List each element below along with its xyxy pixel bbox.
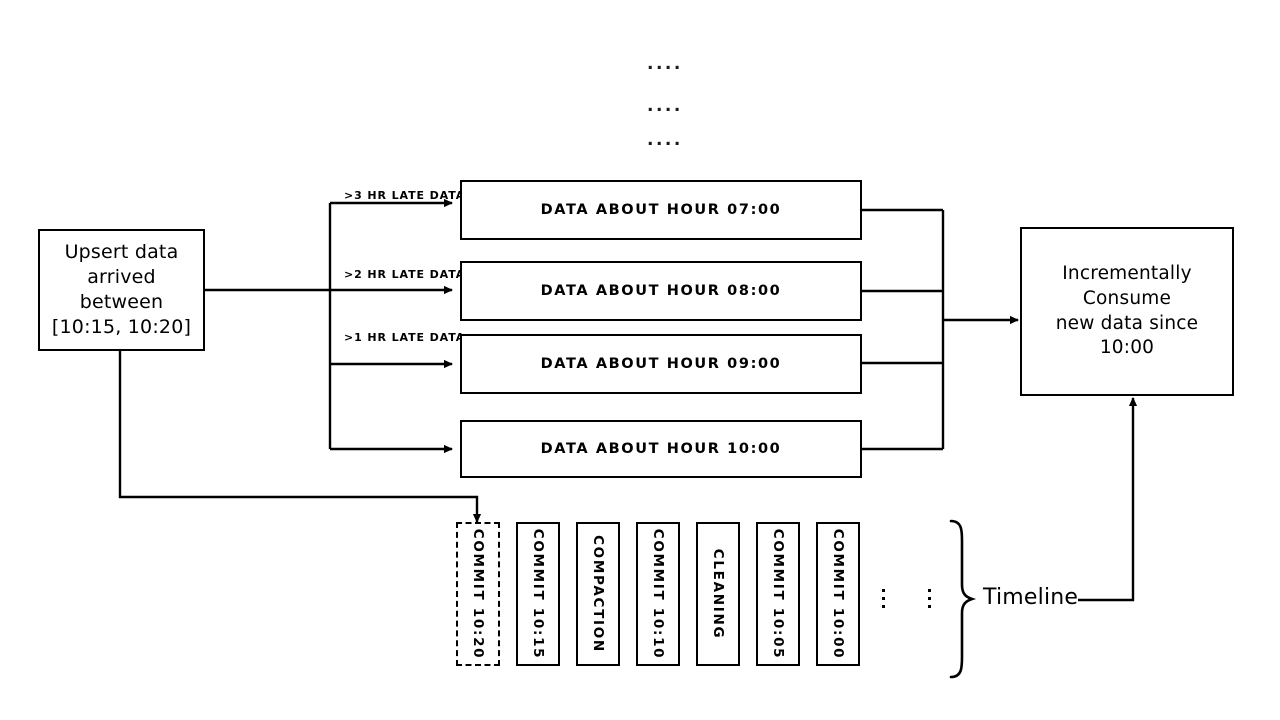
timeline-entry-commit-1020[interactable]: COMMIT 10:20 — [456, 522, 500, 666]
upsert-line-1: Upsert data — [64, 240, 179, 263]
upsert-line-3: [10:15, 10:20] — [51, 316, 192, 339]
incremental-consume-label: Incrementally Consume new data since 10:… — [1022, 262, 1232, 361]
timeline-entry-commit-1005[interactable]: COMMIT 10:05 — [756, 522, 800, 666]
hour-box-09[interactable]: DATA ABOUT HOUR 09:00 — [460, 334, 862, 394]
timeline-entry-commit-1010[interactable]: COMMIT 10:10 — [636, 522, 680, 666]
upsert-line-2: arrived between — [79, 265, 164, 313]
hour-box-07[interactable]: DATA ABOUT HOUR 07:00 — [460, 180, 862, 240]
top-ellipsis-row-2: .... — [647, 96, 683, 116]
timeline-entry-label: COMMIT 10:00 — [830, 528, 846, 660]
timeline-ellipsis-1 — [881, 589, 885, 608]
hour-box-07-label: DATA ABOUT HOUR 07:00 — [540, 202, 782, 218]
edge-label-1hr-late: >1 HR LATE DATA — [344, 331, 466, 344]
top-ellipsis-row-1: .... — [647, 54, 683, 74]
incremental-consume-box[interactable]: Incrementally Consume new data since 10:… — [1020, 227, 1234, 396]
timeline-entry-commit-1000[interactable]: COMMIT 10:00 — [816, 522, 860, 666]
timeline-brace — [949, 519, 977, 679]
timeline-entry-compaction[interactable]: COMPACTION — [576, 522, 620, 666]
consume-line-1: Incrementally Consume — [1062, 262, 1192, 309]
edge-label-3hr-late: >3 HR LATE DATA — [344, 189, 466, 202]
hour-box-10[interactable]: DATA ABOUT HOUR 10:00 — [460, 420, 862, 478]
timeline-entry-label: CLEANING — [710, 548, 726, 640]
timeline-entry-label: COMMIT 10:10 — [650, 528, 666, 660]
wire-timeline-to-consume — [1078, 397, 1138, 602]
upsert-source-label: Upsert data arrived between [10:15, 10:2… — [40, 240, 203, 340]
timeline-ellipsis-2 — [927, 589, 931, 608]
edge-label-2hr-late: >2 HR LATE DATA — [344, 268, 466, 281]
timeline-entry-commit-1015[interactable]: COMMIT 10:15 — [516, 522, 560, 666]
hour-box-09-label: DATA ABOUT HOUR 09:00 — [540, 356, 782, 372]
timeline-entry-label: COMMIT 10:20 — [470, 528, 486, 660]
timeline-entry-label: COMMIT 10:05 — [770, 528, 786, 660]
top-ellipsis-row-3: .... — [647, 130, 683, 150]
timeline-label: Timeline — [983, 585, 1079, 610]
upsert-source-box[interactable]: Upsert data arrived between [10:15, 10:2… — [38, 229, 205, 351]
timeline-entry-label: COMPACTION — [590, 535, 606, 653]
hour-box-08[interactable]: DATA ABOUT HOUR 08:00 — [460, 261, 862, 321]
wire-source-to-timeline-commit — [118, 351, 482, 523]
consume-line-2: new data since 10:00 — [1055, 312, 1199, 359]
hour-box-08-label: DATA ABOUT HOUR 08:00 — [540, 283, 782, 299]
timeline-entry-cleaning[interactable]: CLEANING — [696, 522, 740, 666]
timeline-entry-label: COMMIT 10:15 — [530, 528, 546, 660]
hour-box-10-label: DATA ABOUT HOUR 10:00 — [540, 441, 782, 457]
